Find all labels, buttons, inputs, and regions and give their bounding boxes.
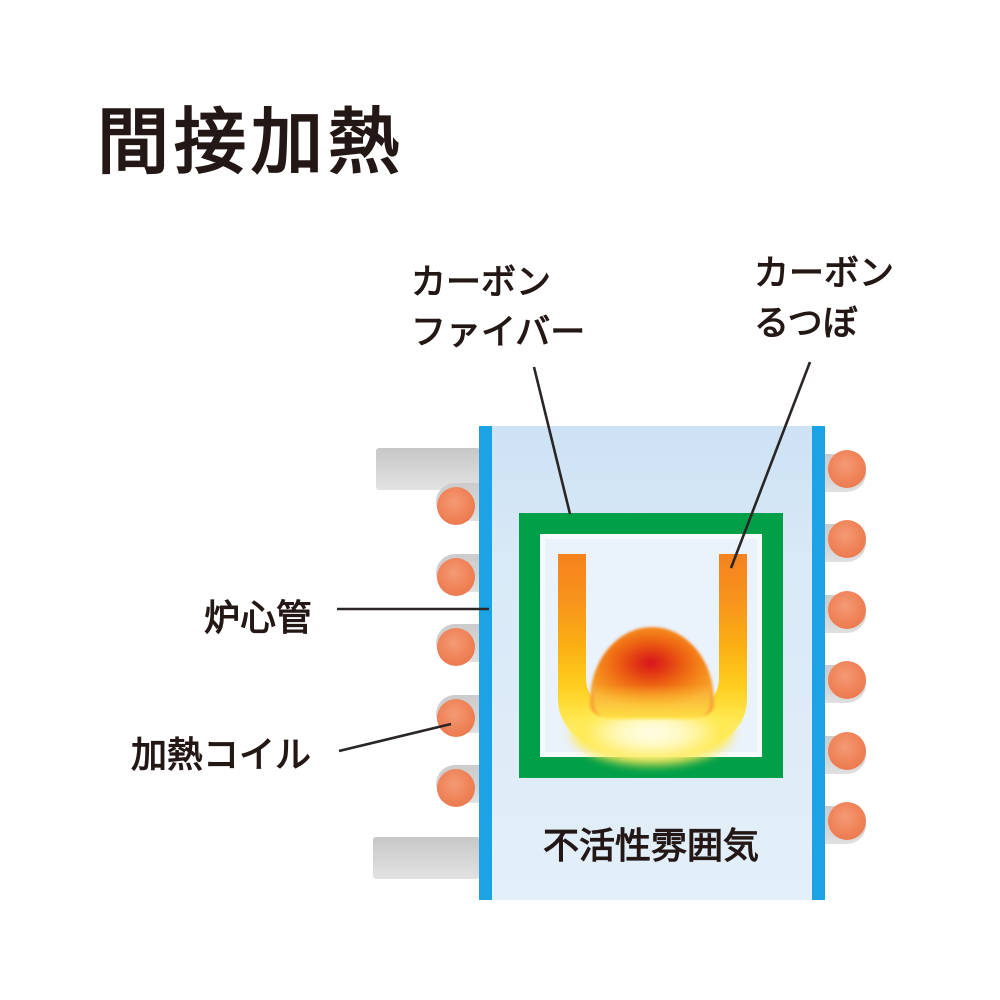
coil-turn [437, 487, 475, 525]
label-carbon-fiber: カーボン ファイバー [411, 258, 585, 358]
coil-turn [828, 520, 866, 559]
label-carbon-fiber-line1: カーボン [411, 263, 552, 302]
label-heating-coil: 加熱コイル [131, 734, 312, 775]
coil-turn [828, 731, 866, 770]
coil-lead-bottom-left [373, 837, 480, 879]
coil-turn [437, 628, 475, 666]
coil-turn [828, 802, 866, 840]
pointer-line-heating-coil [338, 722, 452, 753]
coil-turn [437, 769, 475, 807]
inert-atmosphere-label: 不活性雰囲気 [542, 825, 759, 866]
coil-turn [828, 450, 866, 488]
label-carbon-crucible: カーボン るつぼ [754, 249, 894, 349]
coil-turn [828, 661, 866, 700]
coil-turn [437, 557, 475, 596]
label-carbon-crucible-line2: るつぼ [754, 304, 858, 343]
furnace-tube-wall-left [479, 426, 492, 900]
page-title: 間接加熱 [97, 103, 406, 183]
label-carbon-fiber-line2: ファイバー [411, 313, 586, 352]
coil-turn [828, 590, 866, 629]
label-core-tube: 炉心管 [204, 597, 313, 638]
furnace-tube-wall-right [812, 426, 825, 900]
coil-turn [437, 698, 475, 737]
label-carbon-crucible-line1: カーボン [754, 254, 895, 293]
